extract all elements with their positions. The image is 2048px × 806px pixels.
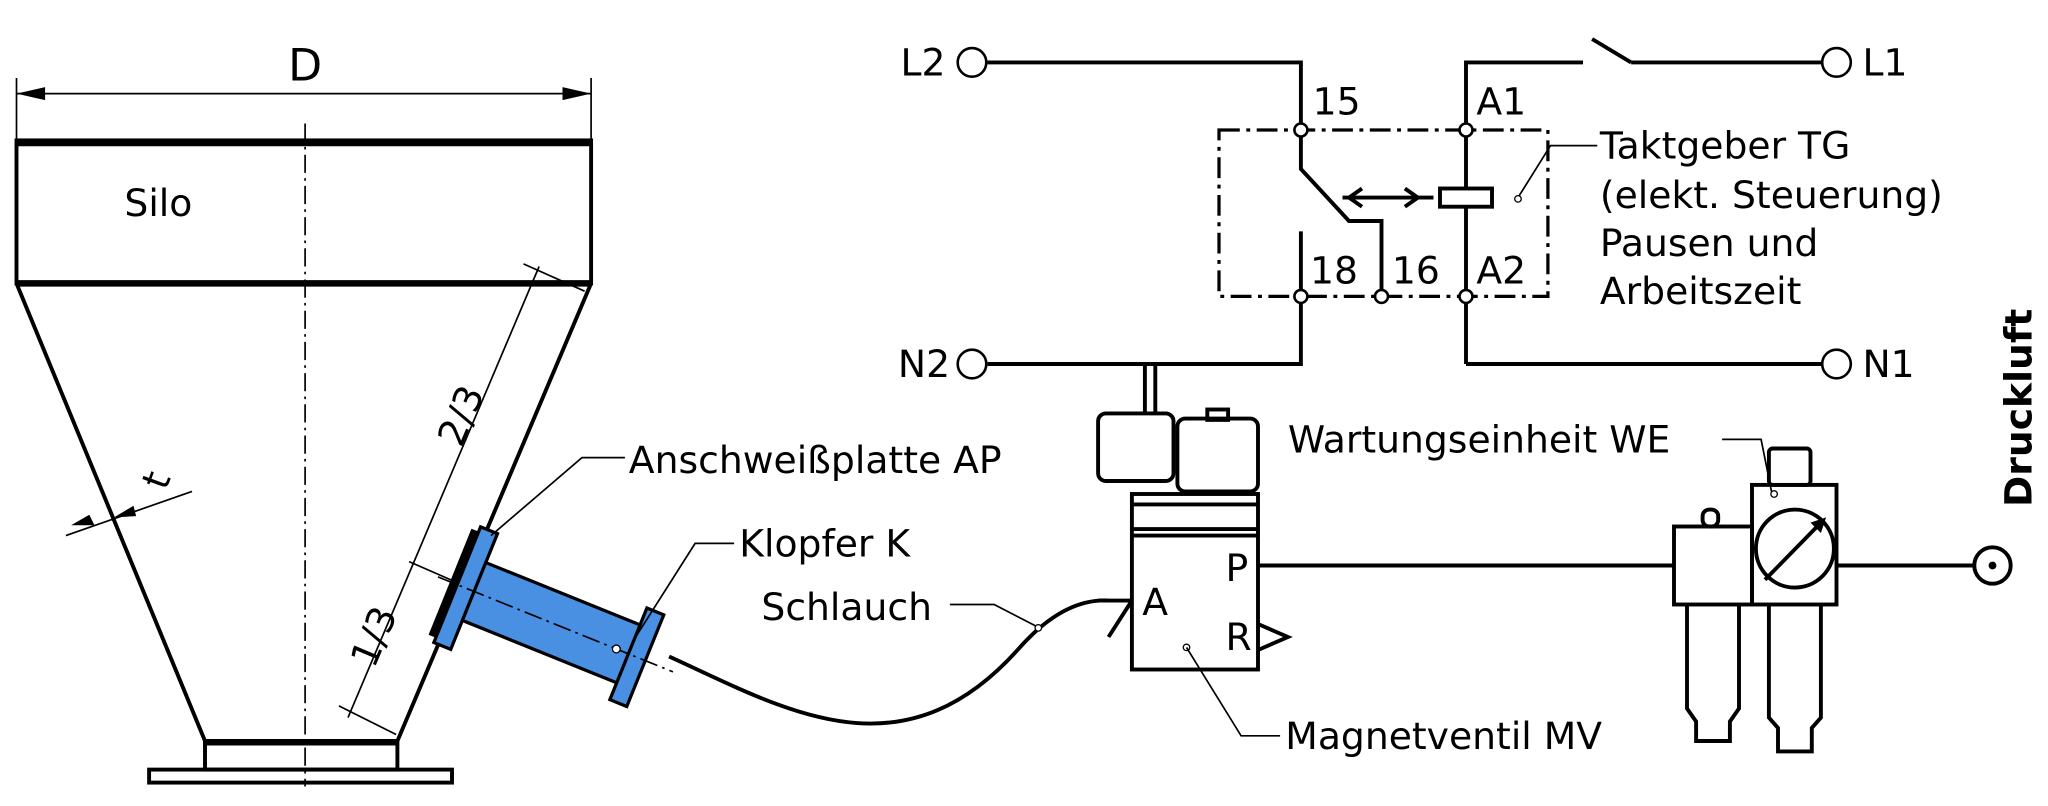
port-a: A [1142,580,1168,624]
knocker-label: Klopfer K [739,521,911,565]
silo: D Silo t 2/3 1/3 [14,41,594,787]
hose [668,598,1109,726]
air-supply-connector [1972,545,2013,586]
maintenance-unit-label: Wartungseinheit WE [1288,417,1670,461]
knocker [428,524,674,709]
port-r: R [1226,615,1252,659]
port-p: P [1226,546,1249,590]
label-l1: L1 [1862,40,1907,84]
timer-label-line-4: Arbeitszeit [1600,269,1802,313]
solenoid-valve: P A R [1096,407,1293,672]
label-l2: L2 [900,40,945,84]
maintenance-unit [1672,446,1839,754]
silo-label: Silo [124,181,192,225]
terminal-l2 [956,46,988,78]
cone-right-wall [395,282,593,742]
silo-body [14,138,594,286]
dimension-one-third: 1/3 [342,600,406,673]
timer-circuit: L2 N2 L1 N1 15 A1 18 16 A2 Taktgeber TG … [898,37,1943,414]
label-a1: A1 [1476,79,1526,123]
terminal-n2 [956,348,988,380]
label-n2: N2 [898,342,950,386]
terminal-l1 [1820,46,1853,78]
pressure-gauge-icon [1753,507,1836,590]
cone-left-wall [14,282,207,742]
hose-label: Schlauch [761,585,932,629]
terminal-n1 [1820,348,1853,380]
label-a2: A2 [1476,248,1526,292]
thickness-label: t [133,466,179,495]
weld-plate-label: Anschweißplatte AP [629,438,1002,482]
compressed-air-label: Druckluft [1997,309,2041,507]
timer-label-line-3: Pausen und [1600,221,1818,265]
timer-label-line-2: (elekt. Steuerung) [1600,173,1943,217]
dimension-two-thirds: 2/3 [429,379,493,452]
diameter-label: D [288,41,322,92]
label-15: 15 [1313,79,1361,123]
label-16: 16 [1392,248,1440,292]
label-18: 18 [1310,248,1358,292]
knocker-cylinder [460,560,645,686]
relay-coil [1438,186,1494,209]
outlet-flange [147,767,454,785]
label-n1: N1 [1862,342,1914,386]
solenoid-valve-label: Magnetventil MV [1285,714,1602,758]
timer-label-line-1: Taktgeber TG [1599,124,1850,168]
